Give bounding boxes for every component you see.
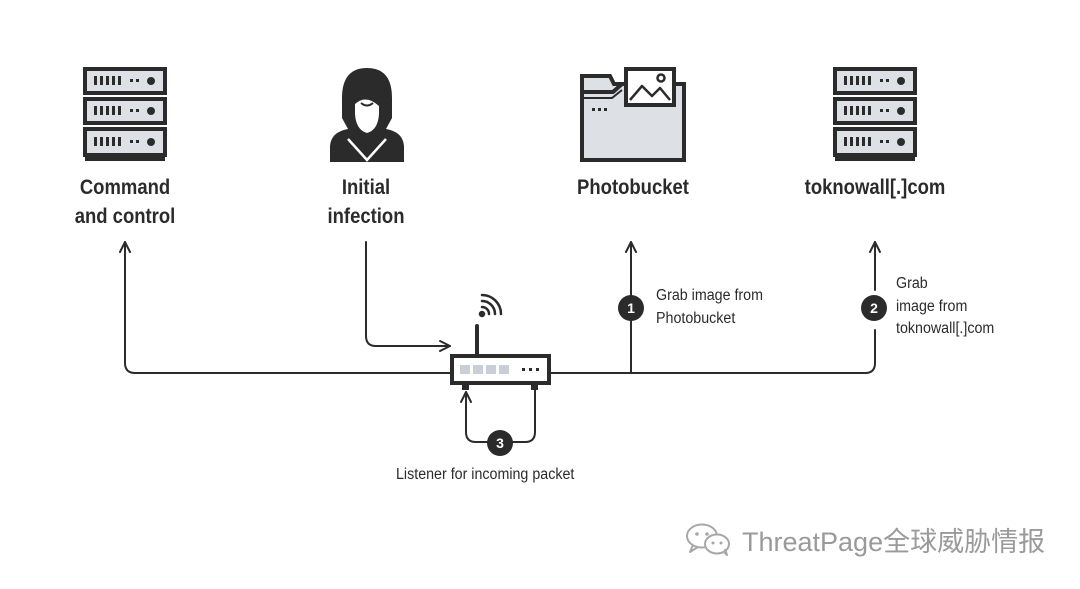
- folder-image-icon: [580, 67, 686, 162]
- photobucket-label: Photobucket: [577, 176, 689, 199]
- initial-infection-label: Initial infection: [304, 173, 427, 231]
- arrow-from-initial-infection: [365, 241, 451, 352]
- router-icon: [450, 324, 551, 390]
- c2-label: Command and control: [55, 173, 196, 231]
- step-2-note: Grab image from toknowall[.]com: [896, 273, 994, 341]
- watermark-text: ThreatPage全球威胁情报: [742, 526, 1046, 557]
- step-1-note-line1: Grab image from: [656, 287, 763, 304]
- watermark: ThreatPage全球威胁情报: [684, 522, 1046, 557]
- server-icon-c2: [83, 67, 167, 161]
- step-2-note-line3: toknowall[.]com: [896, 320, 995, 337]
- step-1-note: Grab image from Photobucket: [656, 285, 763, 330]
- server-icon-toknowall: [833, 67, 917, 161]
- step-2-note-line1: Grab: [896, 275, 928, 292]
- step-1-note-line2: Photobucket: [656, 309, 736, 327]
- initial-infection-label-line1: Initial: [341, 176, 391, 199]
- arrow-to-c2: [119, 241, 453, 374]
- toknowall-label: toknowall[.]com: [804, 176, 946, 199]
- initial-infection-label-line2: infection: [327, 205, 405, 228]
- step-badge-1: 1: [618, 295, 644, 321]
- person-icon: [330, 68, 404, 162]
- wifi-icon: [478, 293, 503, 318]
- c2-label-line2: and control: [74, 205, 176, 228]
- wechat-icon: [686, 523, 730, 556]
- step-2-note-line2: image from: [896, 297, 968, 315]
- step-badge-2: 2: [861, 295, 887, 321]
- step-badge-3: 3: [487, 430, 513, 456]
- bus-line-right: [549, 329, 876, 374]
- step-3-note: Listener for incoming packet: [396, 466, 575, 483]
- c2-label-line1: Command: [79, 176, 171, 199]
